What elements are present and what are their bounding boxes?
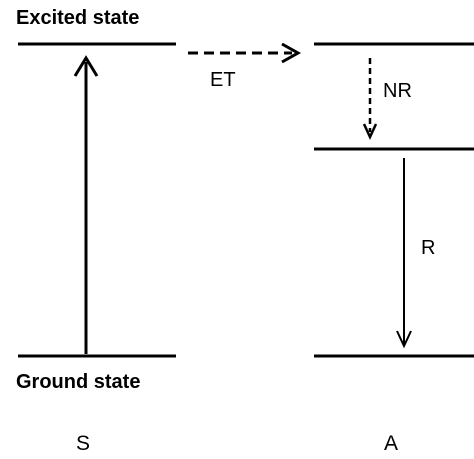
ground-state-label: Ground state: [16, 371, 141, 393]
excited-state-label: Excited state: [16, 7, 140, 29]
system-s-label: S: [76, 432, 91, 455]
nonradiative-label: NR: [383, 80, 412, 102]
nonradiative-arrow: [362, 58, 378, 140]
energy-transfer-arrow: [188, 42, 302, 64]
radiative-label: R: [421, 237, 436, 259]
radiative-arrow: [396, 158, 412, 349]
system-a-label: A: [384, 432, 399, 455]
energy-transfer-label: ET: [210, 69, 236, 91]
excitation-arrow: [73, 55, 99, 354]
